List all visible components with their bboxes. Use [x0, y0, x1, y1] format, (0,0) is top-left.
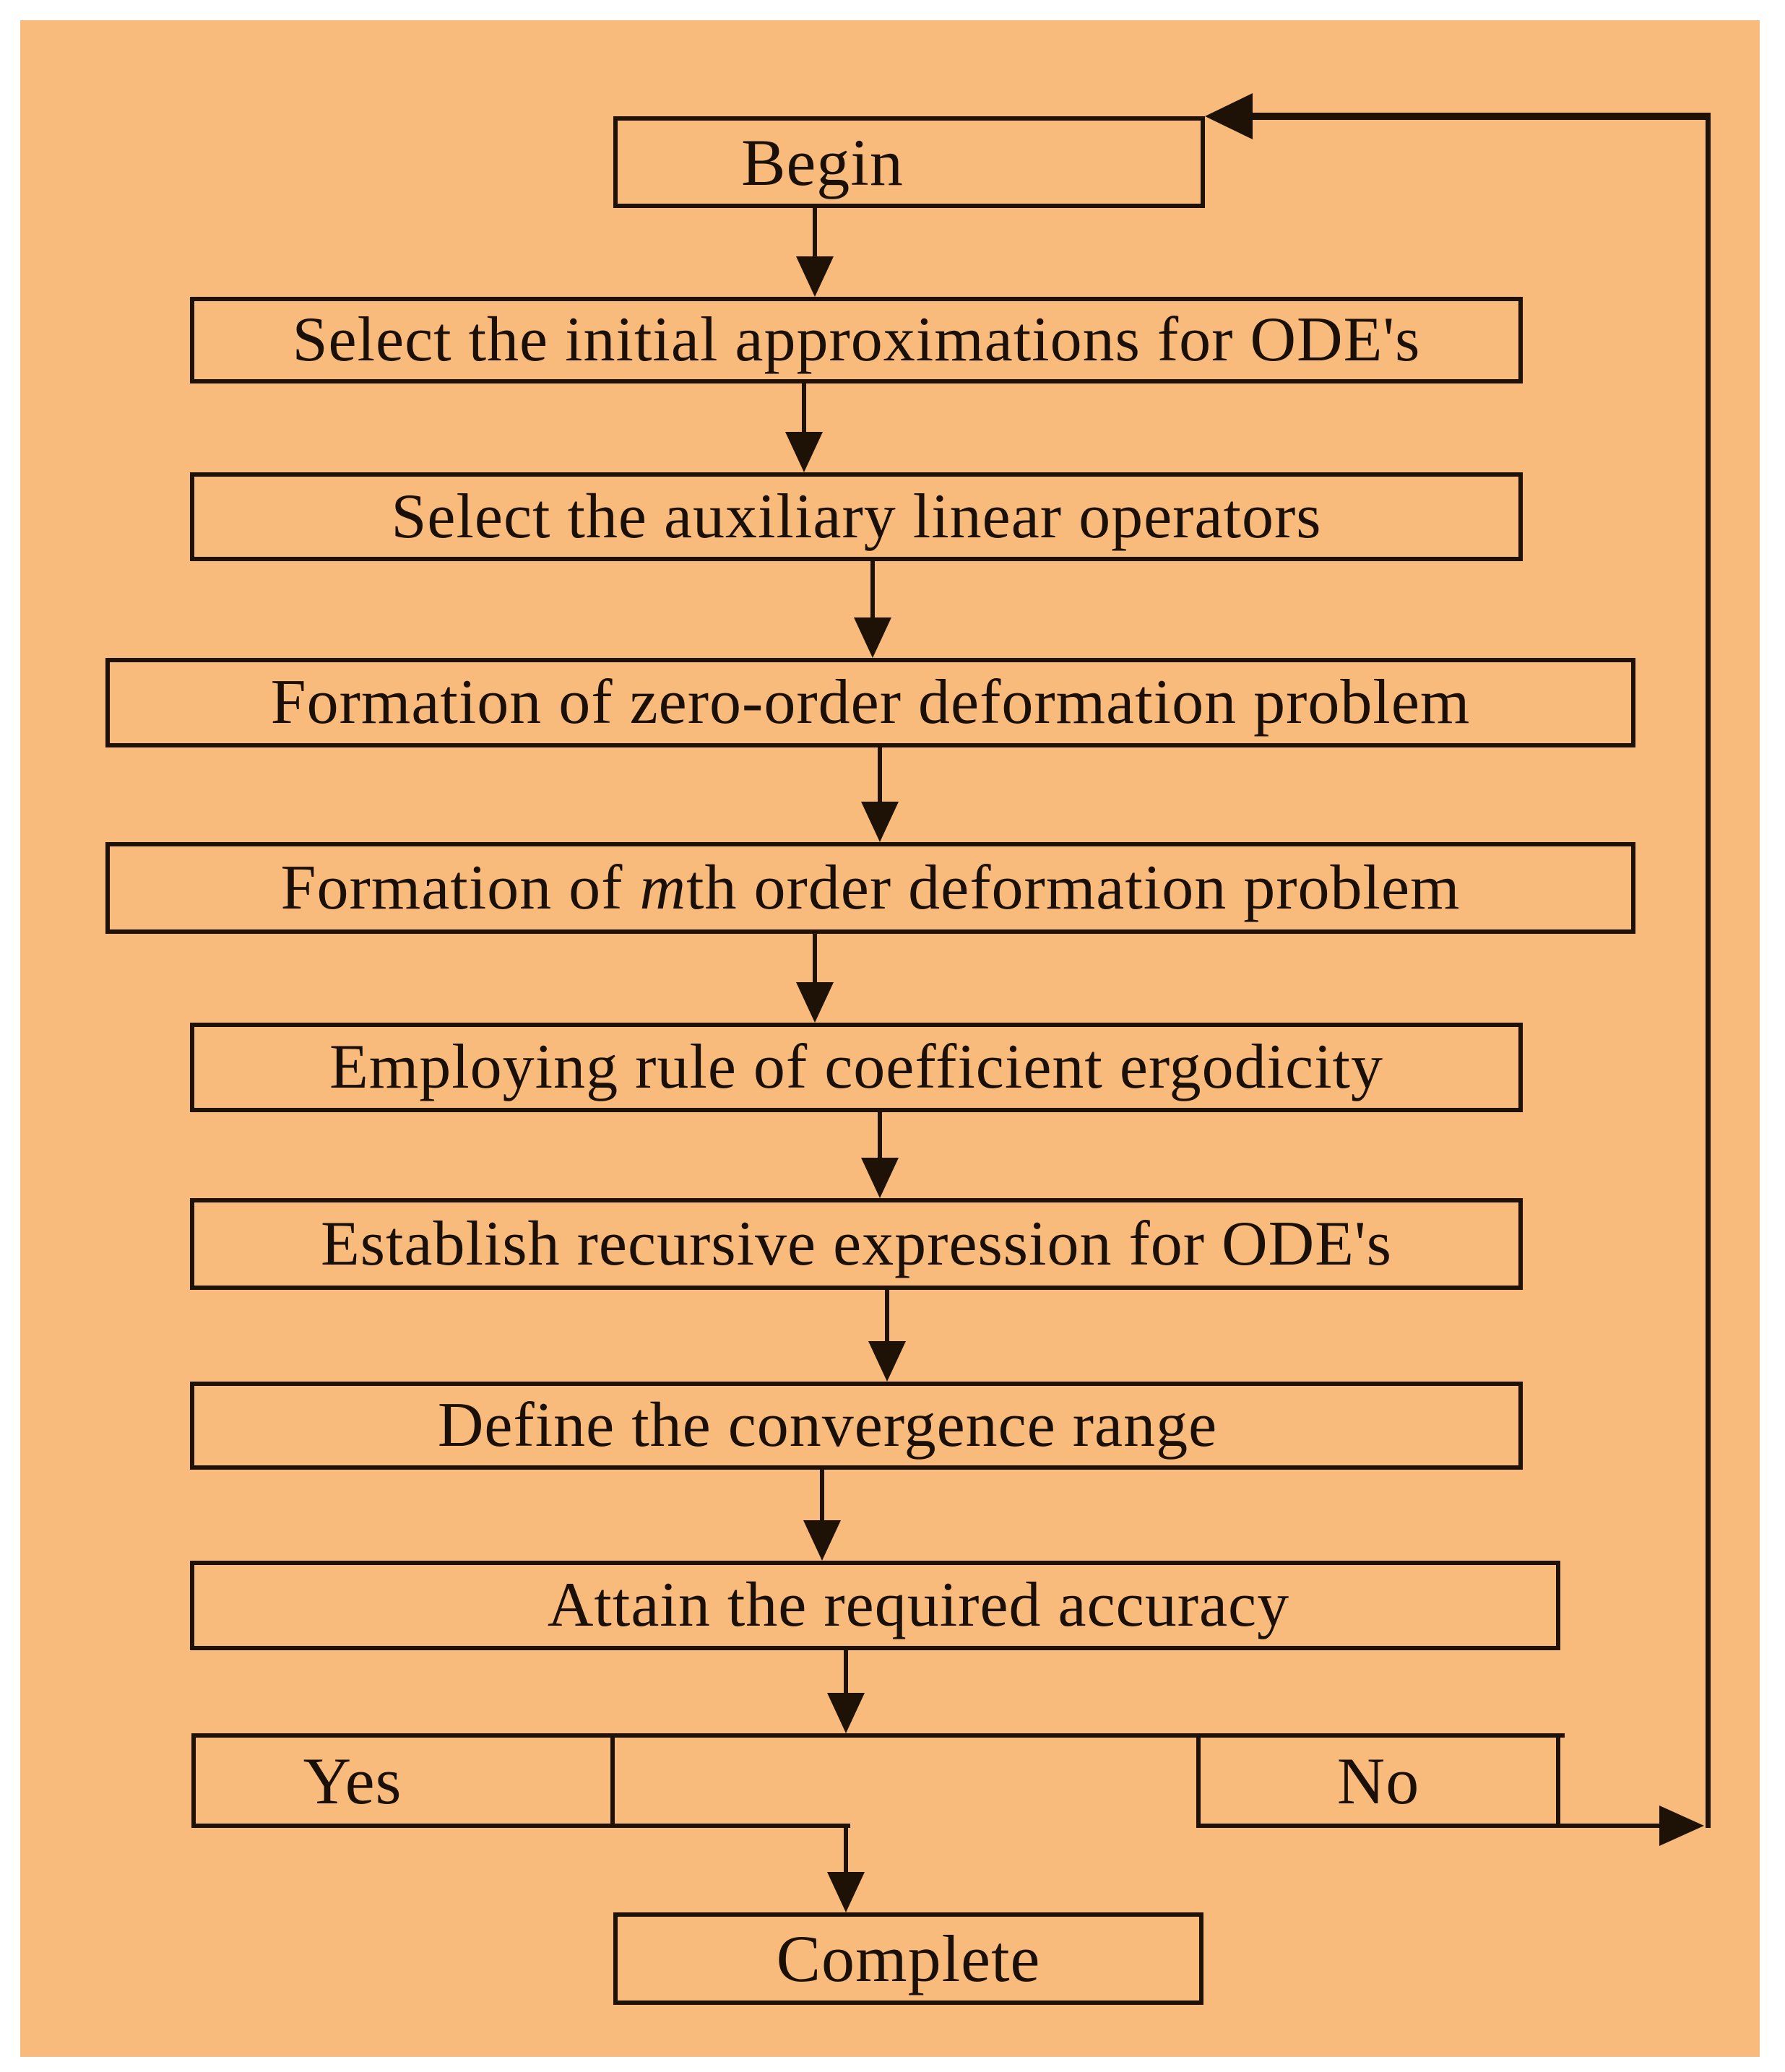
arrow-ergodicity-to-recursive — [861, 1112, 899, 1198]
convergence-range-node: Define the convergence range — [190, 1382, 1523, 1470]
flowchart-panel: Begin Select the initial approximations … — [20, 20, 1760, 2057]
decision-row-top-line — [191, 1733, 1565, 1738]
feedback-arrow-right-icon — [1659, 1806, 1704, 1846]
complete-node: Complete — [613, 1912, 1203, 2005]
feedback-top-line — [1248, 113, 1711, 120]
arrow-shaft — [885, 1290, 889, 1341]
begin-node: Begin — [613, 116, 1205, 208]
arrow-shaft — [844, 1828, 848, 1872]
arrow-shaft — [878, 747, 882, 802]
arrow-down-icon — [868, 1341, 906, 1382]
feedback-arrow-left-icon — [1205, 93, 1253, 139]
arrow-shaft — [820, 1470, 824, 1520]
arrow-down-icon — [803, 1520, 841, 1561]
feedback-vertical-line — [1706, 113, 1711, 1828]
middle-segment-bottom-line — [610, 1824, 850, 1828]
yes-no-divider-line — [610, 1733, 615, 1828]
no-branch: No — [1201, 1738, 1556, 1824]
arrow-convergence-to-accuracy — [803, 1470, 841, 1561]
required-accuracy-label: Attain the required accuracy — [547, 1570, 1290, 1640]
arrow-down-icon — [827, 1872, 865, 1912]
arrow-begin-to-select-initial — [796, 208, 834, 297]
arrow-shaft — [844, 1650, 848, 1693]
mth-order-deformation-node: Formation of mth order deformation probl… — [105, 842, 1635, 934]
no-box-left-edge — [1196, 1733, 1201, 1828]
recursive-expression-node: Establish recursive expression for ODE's — [190, 1198, 1523, 1290]
no-box-bottom-line — [1196, 1824, 1690, 1828]
begin-label: Begin — [741, 125, 904, 199]
arrow-decision-to-complete — [827, 1828, 865, 1912]
arrow-down-icon — [854, 617, 891, 658]
recursive-expression-label: Establish recursive expression for ODE's — [320, 1208, 1393, 1279]
arrow-shaft — [813, 208, 817, 256]
yes-label: Yes — [303, 1743, 402, 1818]
arrow-shaft — [802, 383, 806, 432]
arrow-accuracy-to-decision — [827, 1650, 865, 1733]
mth-order-deformation-label: Formation of mth order deformation probl… — [281, 856, 1461, 920]
mth-order-label-post: th order deformation problem — [686, 852, 1461, 923]
select-auxiliary-operators-label: Select the auxiliary linear operators — [391, 481, 1322, 552]
coefficient-ergodicity-label: Employing rule of coefficient ergodicity — [329, 1032, 1383, 1102]
arrow-down-icon — [796, 982, 834, 1023]
no-label: No — [1336, 1743, 1420, 1818]
arrow-zero-order-to-mth-order — [861, 747, 899, 842]
arrow-mth-order-to-ergodicity — [796, 934, 834, 1023]
arrow-recursive-to-convergence — [868, 1290, 906, 1382]
arrow-down-icon — [827, 1693, 865, 1733]
arrow-shaft — [813, 934, 817, 982]
arrow-auxiliary-to-zero-order — [854, 561, 891, 658]
yes-box-left-edge — [191, 1733, 196, 1828]
coefficient-ergodicity-node: Employing rule of coefficient ergodicity — [190, 1023, 1523, 1112]
zero-order-deformation-node: Formation of zero-order deformation prob… — [105, 658, 1635, 747]
arrow-shaft — [878, 1112, 882, 1158]
arrow-down-icon — [861, 1158, 899, 1198]
zero-order-deformation-label: Formation of zero-order deformation prob… — [270, 667, 1471, 737]
arrow-down-icon — [861, 802, 899, 842]
mth-order-label-variable: m — [639, 852, 687, 923]
no-box-right-edge — [1556, 1733, 1560, 1828]
required-accuracy-node: Attain the required accuracy — [190, 1561, 1560, 1650]
yes-box-bottom-line — [191, 1824, 615, 1828]
complete-label: Complete — [776, 1922, 1041, 1995]
arrow-select-initial-to-auxiliary — [785, 383, 823, 472]
yes-branch: Yes — [196, 1738, 610, 1824]
arrow-shaft — [870, 561, 875, 617]
select-initial-approximations-node: Select the initial approximations for OD… — [190, 297, 1523, 383]
select-initial-approximations-label: Select the initial approximations for OD… — [292, 305, 1421, 375]
select-auxiliary-operators-node: Select the auxiliary linear operators — [190, 472, 1523, 561]
arrow-down-icon — [796, 256, 834, 297]
convergence-range-label: Define the convergence range — [437, 1390, 1218, 1460]
mth-order-label-pre: Formation of — [280, 852, 640, 923]
arrow-down-icon — [785, 432, 823, 472]
